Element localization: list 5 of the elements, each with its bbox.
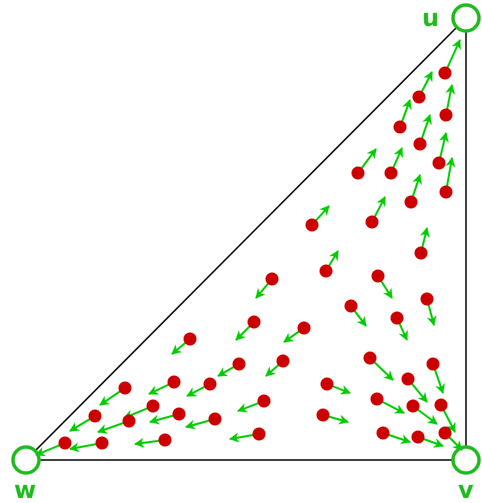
triangle-side xyxy=(39,459,453,461)
vertex-label: w xyxy=(14,478,36,502)
vertex-label: u xyxy=(422,6,440,30)
vertex-label: v xyxy=(458,478,474,502)
triangle-side xyxy=(465,31,467,447)
